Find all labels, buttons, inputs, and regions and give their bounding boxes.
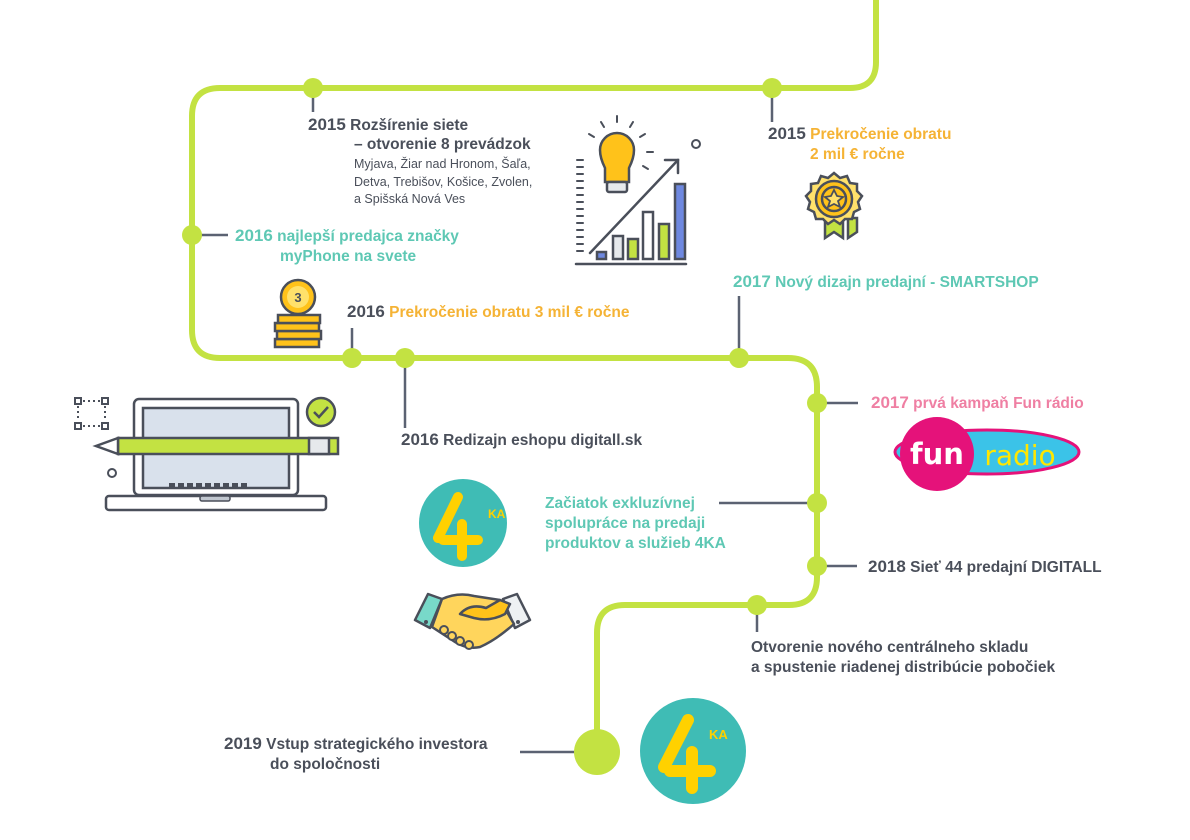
event-title-line: myPhone na svete [280, 248, 417, 265]
event-title-line: produktov a služieb 4KA [545, 535, 726, 552]
event-title-line: Začiatok exkluzívnej [545, 495, 695, 512]
event-title-line: najlepší predajca značky [277, 228, 459, 245]
event-title-line: a spustenie riadenej distribúcie pobočie… [751, 659, 1056, 676]
event-detail-line: Myjava, Žiar nad Hronom, Šaľa, [354, 157, 531, 171]
event-year: 2016 [347, 302, 385, 321]
node-4ka [807, 493, 827, 513]
event-detail-line: a Spišská Nová Ves [354, 192, 466, 206]
event-title-line: Vstup strategického investora [266, 736, 488, 753]
handshake-icon [413, 592, 532, 650]
event-2016-myphone: 2016 najlepší predajca značky [235, 226, 459, 247]
event-2017-funradio: 2017 prvá kampaň Fun rádio [871, 393, 1084, 414]
event-2017-smartshop: 2017 Nový dizajn predajní - SMARTSHOP [733, 272, 1039, 293]
fourka-ka-text: KA [488, 507, 506, 521]
event-2016-eshop: 2016 Redizajn eshopu digitall.sk [401, 430, 642, 451]
event-year: 2015 [768, 124, 806, 143]
event-title-line: Prekročenie obratu 3 mil € ročne [389, 304, 630, 321]
event-title-line: do spoločnosti [270, 756, 381, 773]
event-title-line: prvá kampaň Fun rádio [913, 395, 1084, 412]
event-year: 2016 [401, 430, 439, 449]
node-2019 [574, 729, 620, 775]
event-year: 2017 [871, 393, 909, 412]
timeline-path [189, 0, 879, 745]
event-title-line: Prekročenie obratu [810, 126, 952, 143]
event-title-line: Nový dizajn predajní - SMARTSHOP [775, 274, 1039, 291]
node-2017-funradio [807, 393, 827, 413]
fourka-ka-text-bottom: KA [709, 727, 728, 742]
event-title-line: Sieť 44 predajní DIGITALL [910, 559, 1102, 576]
event-2015-turnover: 2015 Prekročenie obratu [768, 124, 951, 145]
node-2016-myphone [182, 225, 202, 245]
event-year: 2018 [868, 557, 906, 576]
node-2018 [807, 556, 827, 576]
event-warehouse: Otvorenie nového centrálneho skladu a sp… [751, 638, 1055, 678]
event-year: 2015 [308, 115, 346, 134]
node-2015-turnover [762, 78, 782, 98]
event-2018-network: 2018 Sieť 44 predajní DIGITALL [868, 557, 1102, 578]
award-badge-icon [804, 171, 864, 241]
event-2015-expansion: 2015 Rozšírenie siete [308, 115, 468, 136]
radio-word: radio [984, 439, 1055, 472]
laptop-redesign-icon [74, 396, 340, 512]
event-2016-turnover: 2016 Prekročenie obratu 3 mil € ročne [347, 302, 629, 323]
node-warehouse [747, 595, 767, 615]
fun-radio-logo [893, 417, 1081, 491]
coin-stack-icon [273, 278, 323, 349]
node-2015-expansion [303, 78, 323, 98]
node-2016-turnover [342, 348, 362, 368]
event-detail-line: Detva, Trebišov, Košice, Zvolen, [354, 175, 533, 189]
event-4ka-cooperation: Začiatok exkluzívnej spolupráce na preda… [545, 494, 726, 554]
event-year: 2017 [733, 272, 771, 291]
event-title-line: Redizajn eshopu digitall.sk [443, 432, 643, 449]
event-title-line: – otvorenie 8 prevádzok [354, 136, 531, 153]
event-title-line: 2 mil € ročne [810, 146, 905, 163]
node-2016-eshop [395, 348, 415, 368]
node-2017-smartshop [729, 348, 749, 368]
fun-word: fun [910, 437, 964, 471]
fourka-logo: KA [419, 479, 507, 567]
event-title-line: Rozšírenie siete [350, 117, 469, 134]
selection-box-icon [74, 397, 109, 430]
check-circle-icon [305, 396, 337, 428]
event-title-line: Otvorenie nového centrálneho skladu [751, 639, 1029, 656]
coin-number: 3 [294, 290, 301, 305]
lightbulb-growth-chart-icon [574, 115, 701, 266]
event-year: 2016 [235, 226, 273, 245]
event-title-line: spolupráce na predaji [545, 515, 706, 532]
event-year: 2019 [224, 734, 262, 753]
event-2019-investor: 2019 Vstup strategického investora [224, 734, 488, 755]
fourka-logo-bottom: KA [640, 698, 746, 804]
